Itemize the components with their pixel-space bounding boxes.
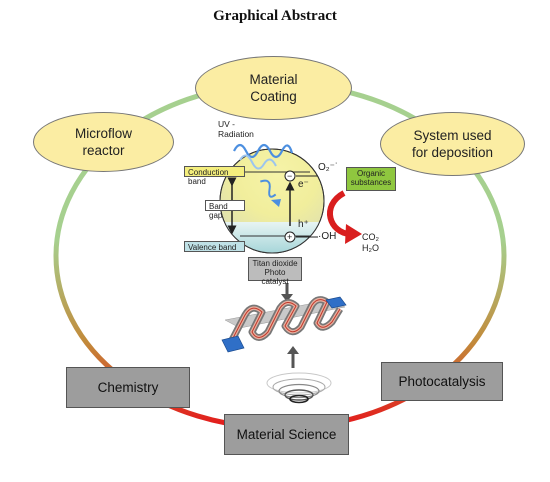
hole-sign: + <box>287 232 293 242</box>
page-title: Graphical Abstract <box>213 8 337 24</box>
hydroxyl-label: ·OH <box>318 231 337 242</box>
red-curved-arrow-icon <box>327 190 351 237</box>
conduction-band-label: Conduction band <box>184 166 245 186</box>
band-gap-label: Band gap <box>205 200 245 220</box>
superoxide-label: O₂⁻˙ <box>318 162 339 173</box>
microreactor-chip-icon <box>221 296 347 353</box>
electron-sign: − <box>287 171 293 181</box>
hole-label: h⁺ <box>298 219 309 230</box>
valence-band-label: Valence band <box>184 241 245 252</box>
uv-wave-icon <box>233 143 294 159</box>
spiral-coil-icon <box>266 372 332 404</box>
products-label: CO₂ H₂O <box>362 232 379 253</box>
organic-substances-label: Organic substances <box>346 167 396 191</box>
electron-label: e⁻ <box>298 179 309 190</box>
electron-circle <box>284 170 296 182</box>
hole-circle <box>284 231 296 243</box>
uv-radiation-label: UV - Radiation <box>218 119 254 139</box>
photocatalysis-box: Photocatalysis <box>381 362 503 401</box>
chemistry-box: Chemistry <box>66 367 190 408</box>
system-deposition-ellipse: System used for deposition <box>380 112 525 176</box>
material-coating-ellipse: Material Coating <box>195 56 352 120</box>
material-science-box: Material Science <box>224 414 349 455</box>
catalyst-label: Titan dioxide Photo catalyst <box>248 257 302 286</box>
microflow-reactor-ellipse: Microflow reactor <box>33 112 174 172</box>
